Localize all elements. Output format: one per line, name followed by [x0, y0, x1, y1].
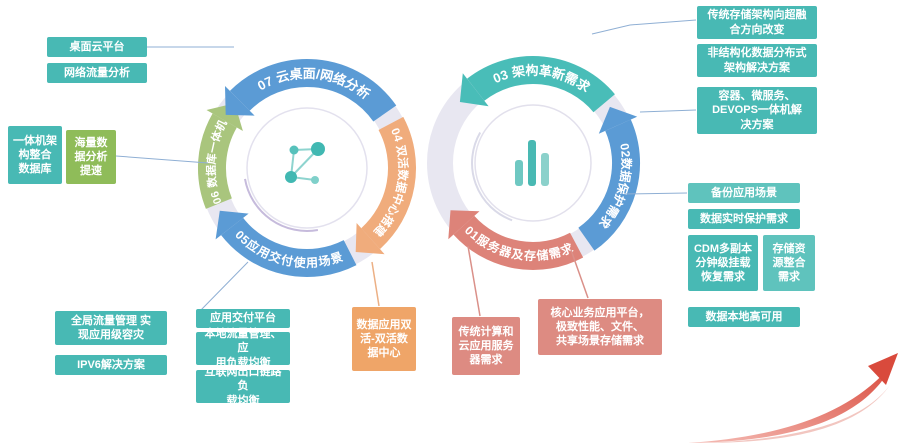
segment-03-arc — [467, 56, 615, 113]
connector-line — [570, 249, 589, 299]
connector-line — [623, 192, 688, 195]
connector-line — [198, 261, 249, 313]
callout-local-ha: 数据本地高可用 — [688, 307, 800, 327]
segment-01-arc — [453, 215, 584, 270]
callout-storage-transform: 传统存储架构向超融 合方向改变 — [697, 6, 817, 39]
callout-unstructured: 非结构化数据分布式 架构解决方案 — [697, 44, 817, 77]
callout-container: 容器、微服务、 DEVOPS一体机解 决方案 — [697, 87, 817, 134]
segment-04-arrowhead — [355, 223, 385, 255]
segment-03-arrowhead — [459, 73, 489, 107]
callout-global-traffic: 全局流量管理 实 现应用级容灾 — [55, 311, 167, 345]
segment-05-arc — [221, 217, 357, 277]
connector-line — [591, 19, 697, 35]
left-inner-disc — [251, 112, 363, 224]
callout-traditional-compute: 传统计算和 云应用服务 器需求 — [452, 317, 520, 375]
callout-core-business: 核心业务应用平台， 极致性能、文件、 共享场景存储需求 — [538, 299, 662, 355]
connector-line — [371, 261, 380, 307]
left-deco-arc — [244, 178, 319, 232]
segment-01-arrowhead — [448, 210, 480, 240]
callout-app-delivery: 应用交付平台 — [196, 309, 290, 328]
callout-internet-link: 互联网出口链路负 载均衡 — [196, 366, 290, 407]
molecule-network-icon — [285, 142, 325, 184]
callout-realtime-protect: 数据实时保护需求 — [688, 209, 800, 229]
callout-appliance-arch: 一体机架 构整合 数据库 — [8, 126, 62, 184]
connector-line — [639, 109, 697, 113]
left-inner-ring — [246, 107, 368, 229]
bar-chart-icon — [515, 140, 549, 186]
segment-07-arc — [229, 59, 397, 122]
callout-backup: 备份应用场景 — [688, 183, 800, 203]
connector-line — [467, 245, 481, 317]
callout-ipv6: IPV6解决方案 — [55, 355, 167, 375]
callout-cdm: CDM多副本 分钟级挂载 恢复需求 — [688, 235, 758, 291]
segment-04-arc — [360, 116, 417, 249]
segment-05-arrowhead — [215, 210, 249, 240]
right-inner-ring — [474, 104, 592, 222]
callout-storage-consolidation: 存储资 源整合 需求 — [763, 235, 815, 291]
callout-local-traffic: 本地流量管理、应 用负载均衡 — [196, 328, 290, 369]
callout-desktop-cloud: 桌面云平台 — [47, 37, 147, 57]
callout-network-traffic: 网络流量分析 — [47, 63, 147, 83]
connector-line — [115, 155, 209, 164]
segment-07-arrowhead — [225, 86, 255, 116]
callout-mass-data: 海量数 据分析 提速 — [66, 130, 116, 184]
callout-dual-active: 数据应用双 活-双活数 据中心 — [352, 307, 416, 371]
segment-02-arrowhead — [598, 106, 638, 134]
segment-02-arc — [577, 119, 641, 251]
connector-lines — [115, 19, 697, 317]
right-deco-arc — [471, 132, 513, 222]
swoosh-arrow — [688, 353, 898, 443]
segment-06-arc — [198, 113, 238, 209]
